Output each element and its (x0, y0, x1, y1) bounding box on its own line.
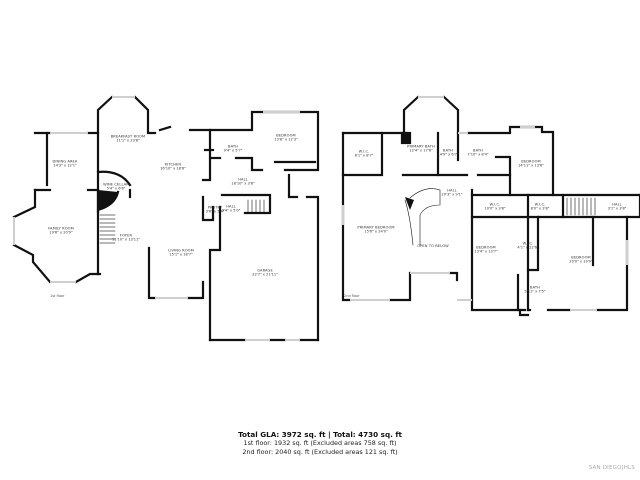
first-floor-stairs (99, 199, 265, 244)
room-dimensions: 20'0" x 19'9" (569, 260, 593, 264)
room-label: Bath9'4" x 5'7" (224, 145, 243, 154)
room-label: W.I.C.4'1" x 12'6" (517, 242, 538, 251)
room-label: Wine Cellar5'4" x 6'6" (103, 183, 129, 192)
room-dimensions: 5'11" x 7'5" (524, 290, 546, 294)
room-name: Wine Cellar (103, 182, 129, 187)
room-dimensions: 3'6" x 5'4" (205, 210, 225, 214)
room-dimensions: 10'0" x 3'8" (484, 207, 506, 211)
room-dimensions: 23'7" x 21'11" (252, 273, 278, 277)
room-name: Hall (447, 188, 457, 193)
room-label: Foyer11'10" x 13'11" (112, 234, 140, 243)
room-dimensions: 20'3" x 9'1" (441, 193, 463, 197)
room-label: Bedroom13'8" x 12'3" (274, 134, 297, 143)
brand-logo: SAN DIEGO|HLS (588, 465, 635, 471)
room-name: Kitchen (164, 162, 182, 167)
room-dimensions: 9'4" x 5'7" (223, 149, 243, 153)
room-dimensions: 13'8" x 12'3" (274, 138, 298, 142)
second-floor-stairs (404, 188, 596, 246)
room-name: Hall (238, 177, 248, 182)
room-label: Hall20'3" x 9'1" (441, 189, 462, 198)
second-floor-label: 2nd floor (344, 294, 360, 298)
room-name: Dining Area (52, 159, 78, 164)
second-floor-walls (341, 95, 640, 317)
room-label: Kitchen16'10" x 18'6" (160, 163, 186, 172)
room-name: Bedroom (276, 133, 296, 138)
room-label: Hall3'1" x 3'8" (608, 203, 627, 212)
room-name: W.I.C. (522, 241, 534, 246)
room-dimensions: 3'4" x 5'0" (221, 209, 241, 213)
room-dimensions: 5'4" x 6'6" (106, 187, 126, 191)
room-name: Bath (530, 285, 540, 290)
room-dimensions: 13'4" x 13'7" (474, 250, 498, 254)
room-label: Primary Bath12'4" x 17'6" (407, 145, 435, 154)
room-name: W.I.C. (534, 202, 546, 207)
room-label: Bath14'9" x 6'7" (437, 149, 458, 158)
room-label: W.I.C.8'0" x 3'8" (531, 203, 550, 212)
windows (13, 96, 628, 341)
room-dimensions: 16'10" x 18'6" (160, 167, 186, 171)
room-name: Bedroom (571, 255, 591, 260)
room-name: Bath (473, 148, 483, 153)
total-area: Total GLA: 3972 sq. ft | Total: 4730 sq.… (238, 430, 402, 439)
room-name: Bedroom (476, 245, 496, 250)
room-name: Primary Bath (407, 144, 435, 149)
room-name: Bath (228, 144, 238, 149)
room-label: Bedroom14'11" x 13'6" (518, 160, 544, 169)
first-floor-area: 1st floor: 1932 sq. ft (Excluded areas 7… (243, 439, 397, 447)
room-label: Hall3'4" x 5'0" (222, 205, 241, 214)
room-name: Hall (612, 202, 622, 207)
room-dimensions: 7'10" x 8'4" (467, 153, 489, 157)
room-name: Living Room (168, 248, 194, 253)
room-label: Living Room15'1" x 18'7" (168, 249, 194, 258)
room-label: Family Room19'6" x 20'9" (48, 227, 74, 236)
room-label: Pantry3'6" x 5'4" (206, 206, 225, 215)
room-dimensions: 11'1" x 23'8" (116, 139, 140, 143)
area-summary: Total GLA: 3972 sq. ft | Total: 4730 sq.… (0, 430, 640, 456)
room-dimensions: 12'4" x 17'6" (409, 149, 433, 153)
room-name: Primary Bedroom (357, 225, 395, 230)
room-label: Bath7'10" x 8'4" (467, 149, 488, 158)
room-label: Garage23'7" x 21'11" (252, 269, 278, 278)
room-dimensions: 8'0" x 3'8" (530, 207, 550, 211)
room-label: Open to Below (417, 244, 449, 248)
room-name: Foyer (119, 233, 133, 238)
room-name: W.I.C. (358, 149, 370, 154)
room-name: Family Room (48, 226, 74, 231)
room-name: Pantry (207, 205, 223, 210)
room-label: W.I.C.10'0" x 3'8" (484, 203, 505, 212)
room-dimensions: 15'6" x 24'0" (364, 230, 388, 234)
room-dimensions: 8'1" x 8'7" (354, 154, 374, 158)
room-dimensions: 14'9" x 6'7" (437, 153, 459, 157)
room-dimensions: 15'1" x 18'7" (169, 253, 193, 257)
chimney-block (400, 131, 412, 145)
room-name: Garage (257, 268, 273, 273)
room-label: Bath5'11" x 7'5" (524, 286, 545, 295)
room-dimensions: 14'3" x 12'1" (53, 164, 77, 168)
room-dimensions: 4'1" x 12'6" (517, 246, 539, 250)
room-dimensions: 18'10" x 3'8" (231, 182, 255, 186)
second-floor-area: 2nd floor: 2040 sq. ft (Excluded areas 1… (242, 447, 398, 456)
room-label: Breakfast Room11'1" x 23'8" (111, 135, 146, 144)
room-name: Breakfast Room (110, 134, 146, 139)
room-dimensions: 3'1" x 3'8" (607, 207, 627, 211)
first-floor-label: 1st floor (50, 294, 65, 298)
room-label: Dining Area14'3" x 12'1" (53, 160, 78, 169)
room-label: Hall18'10" x 3'8" (231, 178, 254, 187)
room-name: W.I.C. (489, 202, 501, 207)
room-name: Bath (443, 148, 453, 153)
room-dimensions: 14'11" x 13'6" (518, 164, 544, 168)
room-name: Bedroom (521, 159, 541, 164)
room-dimensions: 19'6" x 20'9" (49, 231, 73, 235)
room-label: Primary Bedroom15'6" x 24'0" (357, 226, 394, 235)
room-name: Hall (226, 204, 236, 209)
room-label: Bedroom20'0" x 19'9" (569, 256, 592, 265)
room-dimensions: 11'10" x 13'11" (112, 238, 140, 242)
room-name: Open to Below (417, 243, 449, 248)
room-label: W.I.C.8'1" x 8'7" (355, 150, 374, 159)
room-label: Bedroom13'4" x 13'7" (474, 246, 497, 255)
